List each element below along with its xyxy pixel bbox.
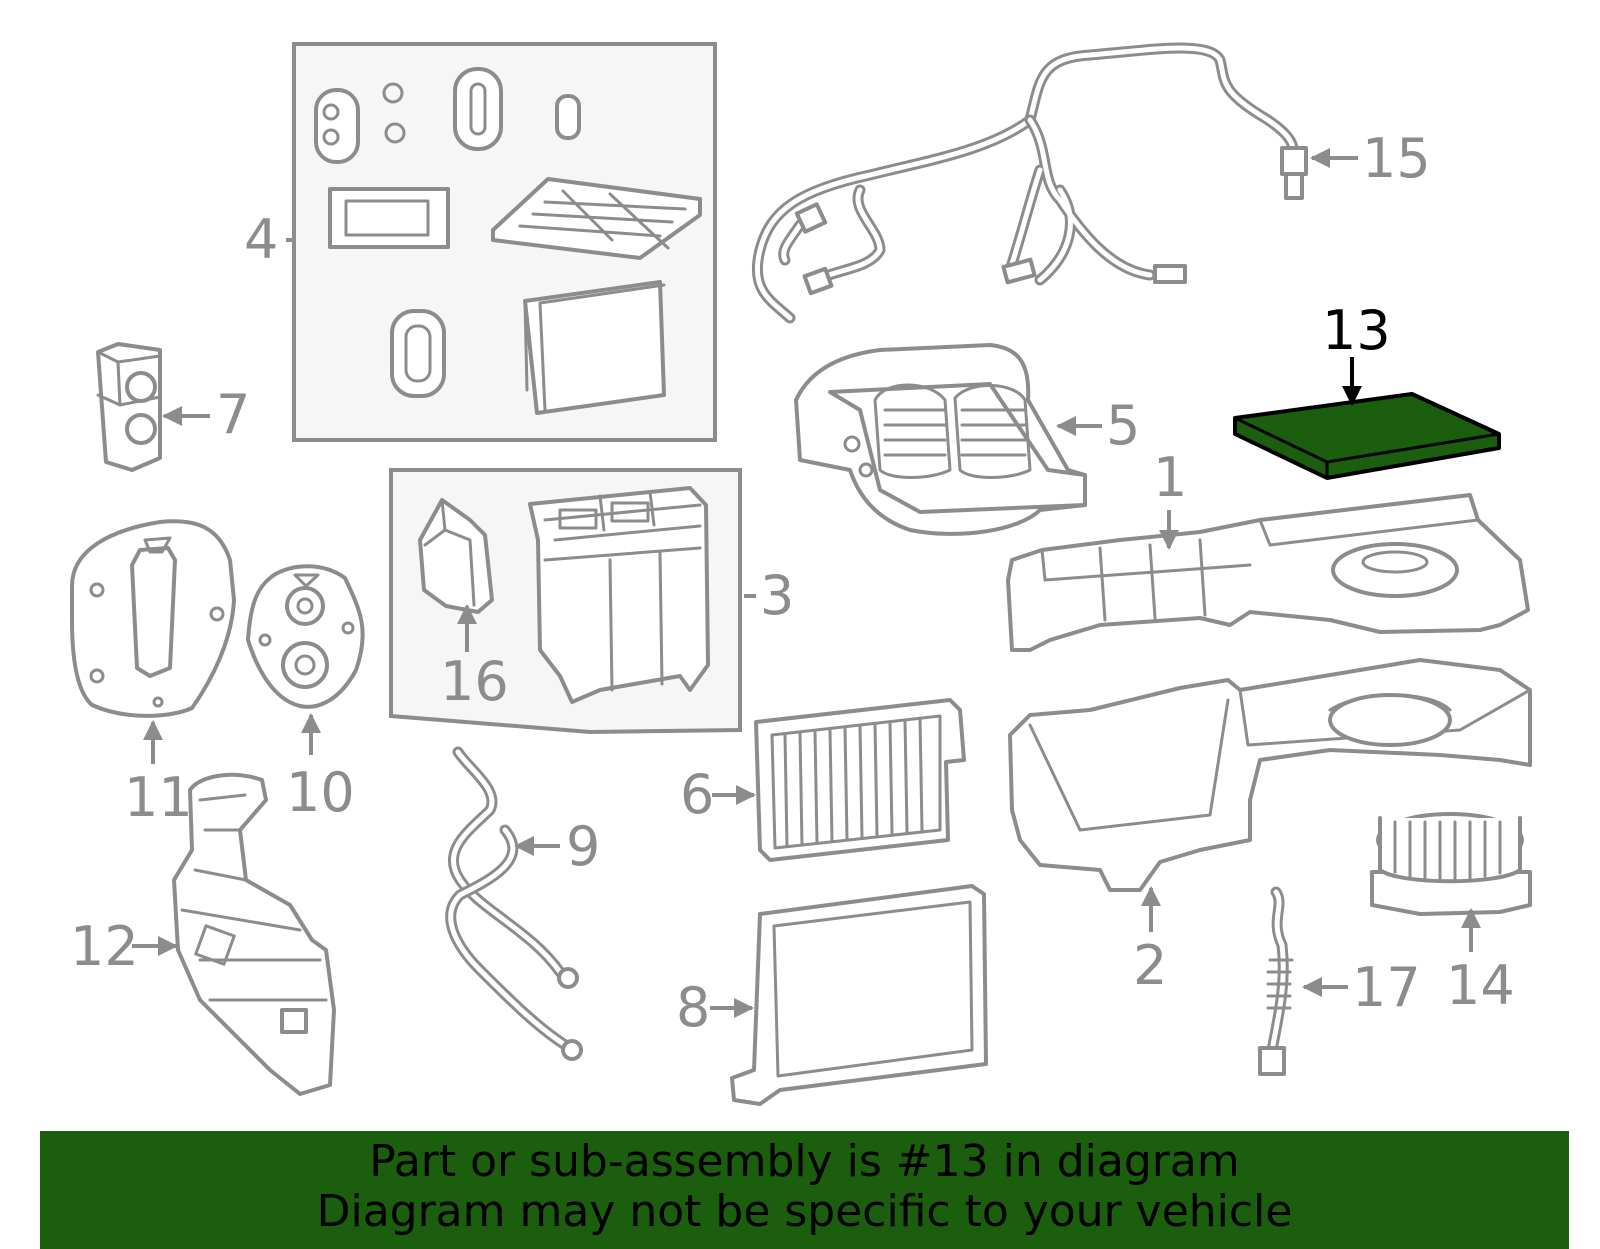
callout-8: 8 (676, 976, 710, 1039)
part-7-expansion-valve[interactable] (96, 342, 162, 472)
part-1-upper-case[interactable] (1006, 493, 1530, 652)
part-13-cabin-air-filter[interactable] (1233, 392, 1501, 480)
part-5-blower-housing[interactable] (794, 343, 1087, 536)
callout-12: 12 (70, 915, 139, 978)
part-12-duct[interactable] (172, 772, 336, 1096)
callout-13: 13 (1322, 299, 1391, 362)
part-6-heater-core[interactable] (754, 698, 966, 862)
part-3-hvac-module[interactable] (389, 468, 742, 735)
banner-line-disclaimer: Diagram may not be specific to your vehi… (316, 1186, 1293, 1237)
part-16-actuator[interactable] (418, 498, 494, 614)
callout-3: 3 (760, 564, 794, 627)
part-15-wiring-harness[interactable] (751, 42, 1308, 324)
info-banner: Part or sub-assembly is #13 in diagram D… (40, 1131, 1569, 1249)
callout-16: 16 (440, 650, 509, 713)
part-8-evaporator[interactable] (730, 884, 988, 1106)
callout-2: 2 (1133, 934, 1167, 997)
part-2-lower-case[interactable] (1008, 658, 1532, 892)
part-4-seal-kit[interactable] (292, 42, 717, 442)
part-11-face-plate[interactable] (70, 519, 236, 718)
callout-4: 4 (244, 208, 278, 271)
part-17-sensor[interactable] (1258, 886, 1294, 1076)
callout-11: 11 (124, 766, 193, 829)
callout-6: 6 (680, 763, 714, 826)
callout-10: 10 (286, 761, 355, 824)
callout-7: 7 (216, 383, 250, 446)
callout-14: 14 (1446, 954, 1515, 1017)
callout-17: 17 (1352, 956, 1421, 1019)
part-10-gasket[interactable] (246, 564, 365, 709)
banner-line-part-number: Part or sub-assembly is #13 in diagram (369, 1136, 1240, 1187)
callout-9: 9 (566, 815, 600, 878)
callout-1: 1 (1153, 446, 1187, 509)
callout-5: 5 (1106, 394, 1140, 457)
part-14-blower-motor[interactable] (1370, 812, 1532, 916)
callout-15: 15 (1362, 127, 1431, 190)
part-9-heater-hoses[interactable] (445, 746, 583, 1061)
